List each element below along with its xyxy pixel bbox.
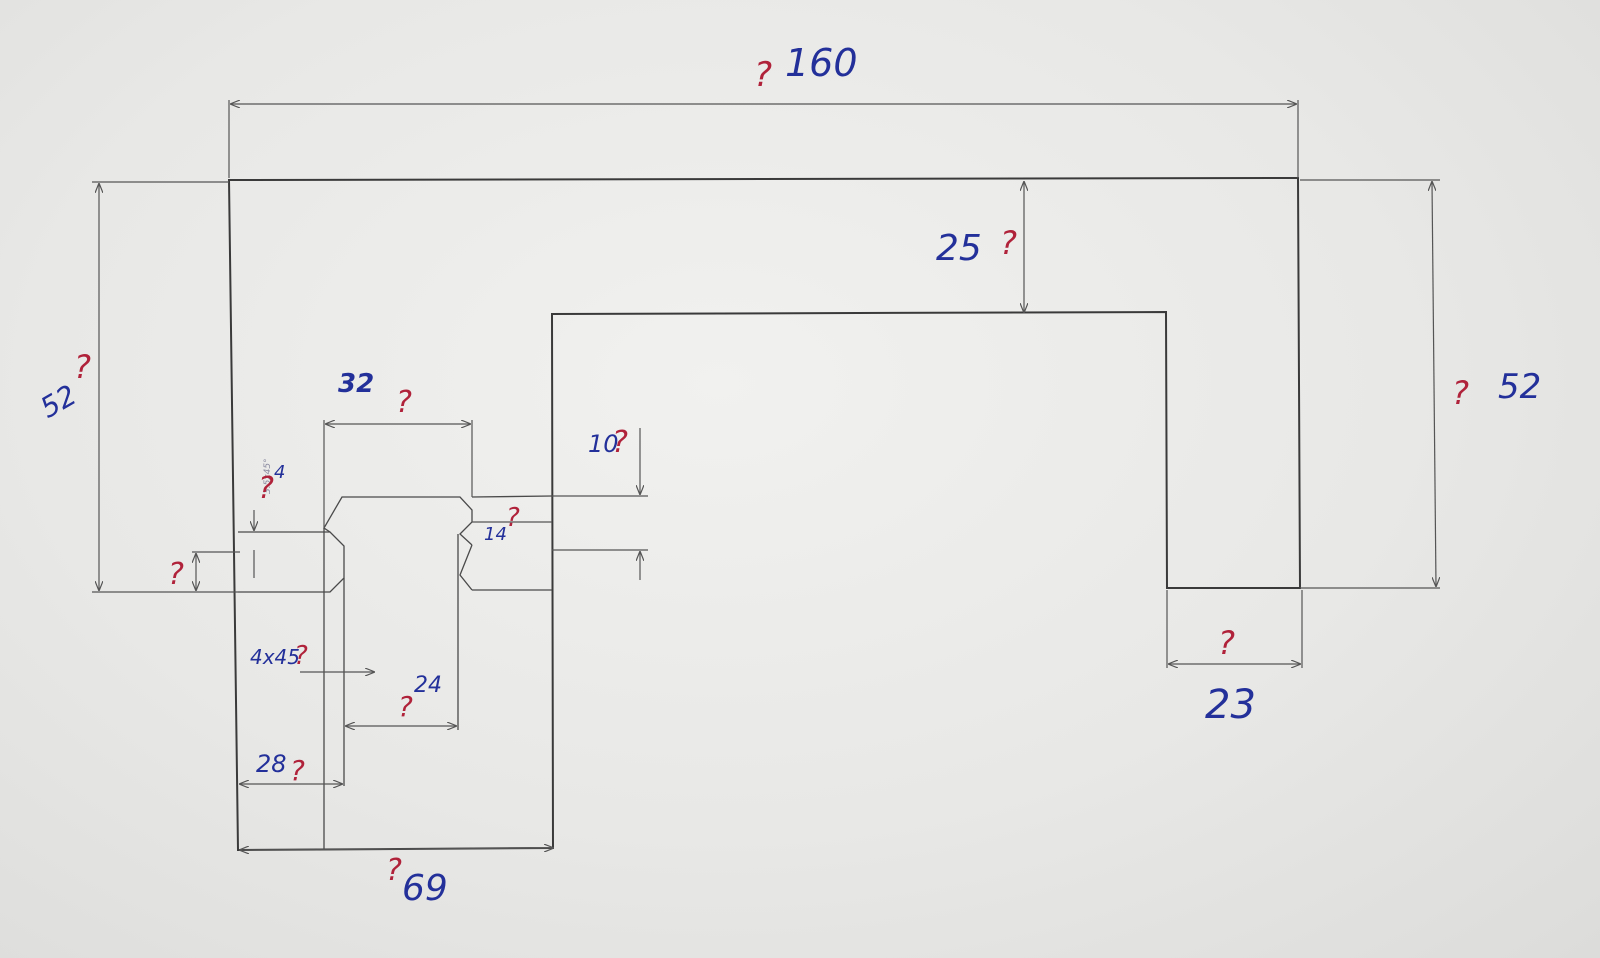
- q-left-52: ?: [74, 348, 91, 386]
- dim-23: 23: [1205, 682, 1256, 728]
- q-23: ?: [1218, 624, 1235, 662]
- dim-25: 25: [936, 228, 982, 269]
- q-10: ?: [612, 425, 628, 460]
- q-24: ?: [398, 690, 413, 723]
- q-28: ?: [290, 754, 305, 787]
- dim-10: 10: [588, 430, 619, 458]
- q-25: ?: [1000, 224, 1017, 262]
- q-left-small: ?: [168, 557, 184, 592]
- dimension-lines: [92, 100, 1440, 850]
- slot-feature: [238, 495, 553, 850]
- q-4: ?: [258, 471, 274, 506]
- dim-chamfer: 4x45: [250, 645, 300, 669]
- q-32: ?: [396, 385, 412, 420]
- small-note: 3.5x45°: [263, 458, 273, 494]
- q-14: ?: [506, 503, 520, 533]
- dim-14: 14: [484, 524, 507, 545]
- q-chamfer: ?: [294, 641, 308, 671]
- question-marks: ? ? ? ? ? ? ? ? ? ? ? ? ? ?: [74, 55, 1469, 888]
- dim-160: 160: [785, 41, 858, 85]
- dim-28: 28: [256, 750, 287, 778]
- q-right-52: ?: [1452, 374, 1469, 412]
- dim-24: 24: [414, 673, 442, 698]
- dim-right-52: 52: [1498, 367, 1541, 407]
- q-69: ?: [386, 853, 402, 888]
- dim-32: 32: [338, 369, 374, 399]
- dimension-labels: 160 52 52 25 23 69 32 24 28 4x45 14 10 4…: [35, 41, 1542, 909]
- dim-4: 4: [274, 462, 285, 483]
- part-outline: [227, 176, 1302, 852]
- q-160: ?: [754, 55, 772, 95]
- dim-69: 69: [402, 868, 448, 909]
